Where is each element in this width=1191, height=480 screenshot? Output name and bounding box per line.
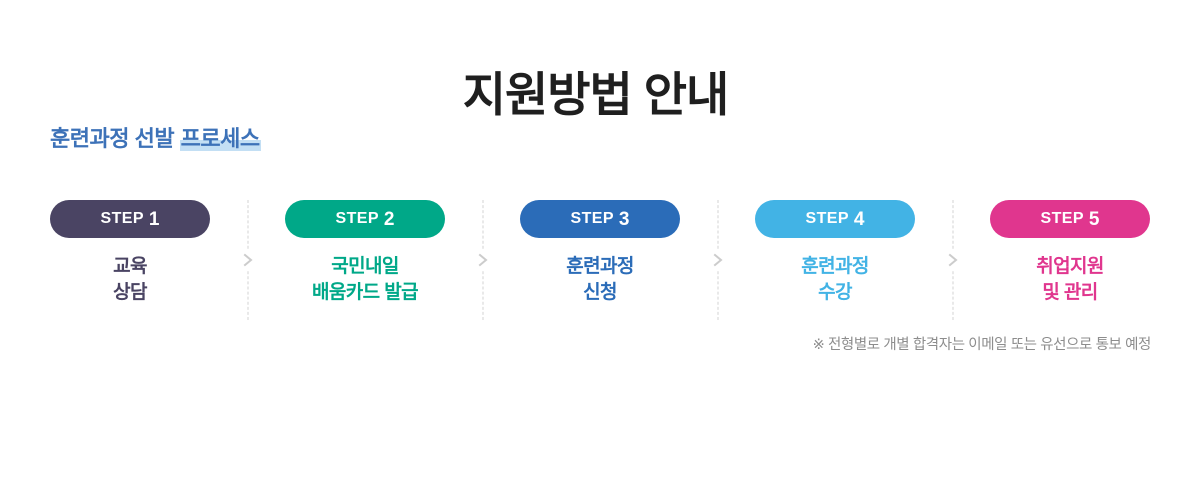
step-5-label: 취업지원 및 관리 — [1036, 254, 1104, 306]
section-subtitle: 훈련과정 선발 프로세스 — [50, 125, 261, 154]
step-5-pill: STEP 5 — [990, 200, 1150, 238]
step-3-pill: STEP 3 — [520, 200, 680, 238]
process-step-4: STEP 4 훈련과정 수강 — [755, 200, 915, 306]
step-5-pill-word: STEP — [1040, 210, 1084, 227]
step-2-pill-number: 2 — [383, 208, 395, 230]
step-1-label: 교육 상담 — [113, 254, 147, 306]
step-1-pill-word: STEP — [100, 210, 144, 227]
process-step-1: STEP 1 교육 상담 — [50, 200, 210, 306]
step-4-pill-number: 4 — [853, 208, 865, 230]
step-3-label-line2: 신청 — [583, 282, 617, 304]
chevron-right-icon — [706, 249, 729, 271]
step-1-pill-number: 1 — [148, 208, 160, 230]
step-separator-2 — [445, 200, 520, 320]
step-1-label-line1: 교육 — [113, 256, 147, 277]
chevron-right-icon — [941, 249, 964, 271]
section-subtitle-plain: 훈련과정 선발 — [50, 126, 180, 151]
process-step-5: STEP 5 취업지원 및 관리 — [990, 200, 1150, 306]
step-4-label-line2: 수강 — [818, 282, 852, 304]
step-separator-3 — [680, 200, 755, 320]
process-steps-row: STEP 1 교육 상담 STEP 2 국민내일 배움카드 발급 — [50, 200, 1150, 320]
step-3-label-line1: 훈련과정 — [566, 256, 634, 277]
process-step-3: STEP 3 훈련과정 신청 — [520, 200, 680, 306]
step-4-label: 훈련과정 수강 — [801, 254, 869, 306]
step-2-pill: STEP 2 — [285, 200, 445, 238]
step-3-pill-number: 3 — [618, 208, 630, 230]
step-4-pill-word: STEP — [805, 210, 849, 227]
page-title: 지원방법 안내 — [462, 68, 730, 122]
section-subtitle-highlighted: 프로세스 — [179, 126, 261, 151]
step-separator-1 — [210, 200, 285, 320]
step-5-pill-number: 5 — [1088, 208, 1100, 230]
step-1-pill: STEP 1 — [50, 200, 210, 238]
chevron-right-icon — [471, 249, 494, 271]
step-5-label-line1: 취업지원 — [1036, 256, 1104, 277]
step-2-pill-word: STEP — [335, 210, 379, 227]
step-4-label-line1: 훈련과정 — [801, 256, 869, 277]
step-1-label-line2: 상담 — [113, 282, 147, 304]
step-3-pill-word: STEP — [570, 210, 614, 227]
process-step-2: STEP 2 국민내일 배움카드 발급 — [285, 200, 445, 306]
step-2-label: 국민내일 배움카드 발급 — [312, 254, 419, 306]
step-2-label-line2: 배움카드 발급 — [312, 282, 419, 304]
chevron-right-icon — [236, 249, 259, 271]
step-5-label-line2: 및 관리 — [1042, 282, 1098, 304]
step-4-pill: STEP 4 — [755, 200, 915, 238]
footnote-note: ※ 전형별로 개별 합격자는 이메일 또는 유선으로 통보 예정 — [812, 337, 1152, 353]
step-separator-4 — [915, 200, 990, 320]
step-2-label-line1: 국민내일 — [331, 256, 399, 277]
step-3-label: 훈련과정 신청 — [566, 254, 634, 306]
